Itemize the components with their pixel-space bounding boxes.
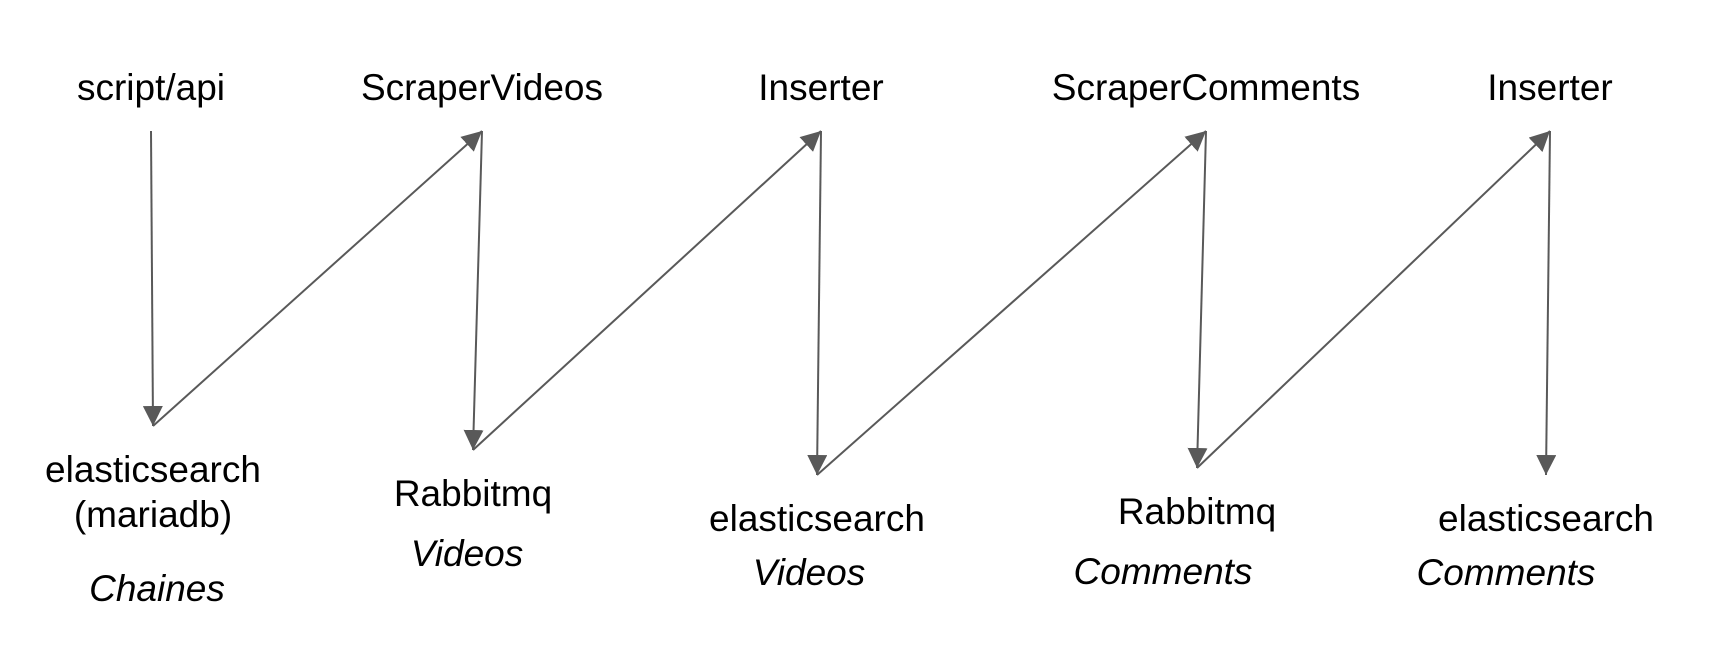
node-sublabel-videos-index: Videos xyxy=(752,552,866,593)
arrow-rabbitmq-comments-to-inserter xyxy=(1196,130,1551,469)
arrow-scriptapi-to-elasticsearch-mariadb xyxy=(142,130,163,427)
node-scrapercomments: ScraperComments xyxy=(1051,67,1361,108)
node-sublabel-chaines: Chaines xyxy=(89,568,225,609)
node-rabbitmq-comments: Rabbitmq xyxy=(1117,491,1277,532)
node-sublabel-comments-index: Comments xyxy=(1416,552,1596,593)
arrow-rabbitmq-videos-to-inserter xyxy=(472,130,822,451)
node-scrapervideos: ScraperVideos xyxy=(360,67,604,108)
node-sublabel-comments-queue: Comments xyxy=(1073,551,1253,592)
arrow-scrapercomments-to-rabbitmq-comments xyxy=(1187,130,1208,469)
node-inserter-comments: Inserter xyxy=(1487,67,1613,108)
arrow-inserter-to-elasticsearch-comments xyxy=(1536,130,1557,476)
node-elasticsearch-mariadb: elasticsearch xyxy=(45,449,261,490)
node-elasticsearch-mariadb-line2: (mariadb) xyxy=(73,494,233,535)
arrow-elasticsearch-mariadb-to-scrapervideos xyxy=(152,130,483,427)
node-script-api: script/api xyxy=(76,67,226,108)
node-elasticsearch-videos: elasticsearch xyxy=(709,498,925,539)
node-rabbitmq-videos: Rabbitmq xyxy=(393,473,553,514)
arrow-scrapervideos-to-rabbitmq-videos xyxy=(463,130,484,451)
arrow-elasticsearch-videos-to-scrapercomments xyxy=(816,130,1207,476)
node-sublabel-videos-queue: Videos xyxy=(410,533,524,574)
node-elasticsearch-comments: elasticsearch xyxy=(1438,498,1654,539)
node-inserter-videos: Inserter xyxy=(758,67,884,108)
arrow-inserter-to-elasticsearch-videos xyxy=(807,130,828,476)
